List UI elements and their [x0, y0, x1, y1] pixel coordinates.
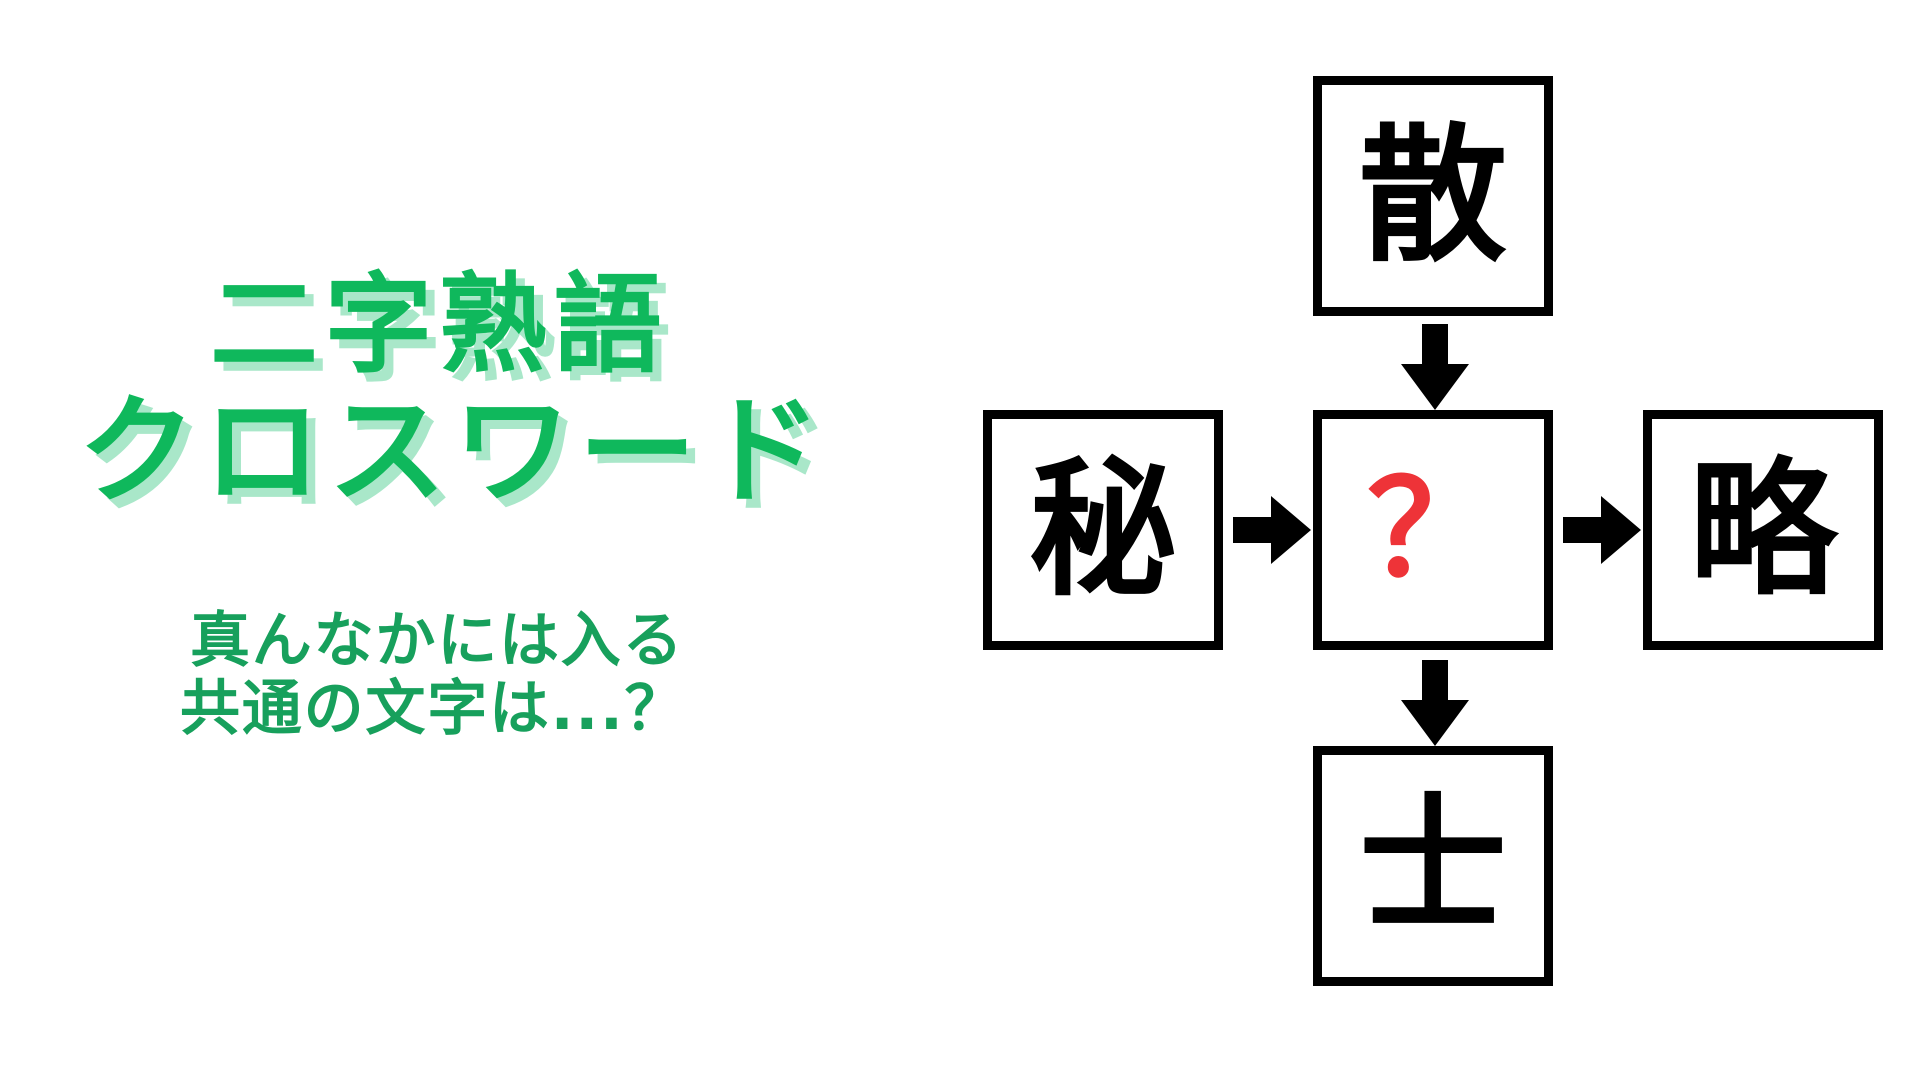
crossword-cell-left: 秘: [983, 410, 1223, 650]
title-panel: 二字熟語 クロスワード 真んなかには入る 共通の文字は...？: [0, 230, 960, 850]
crossword-diagram: 散 秘 ？ 略: [975, 70, 1895, 1020]
crossword-cell-top-char: 散: [1359, 110, 1507, 282]
crossword-cell-center: ？: [1313, 410, 1553, 650]
headline-line-1: 二字熟語: [210, 263, 668, 388]
crossword-cell-left-char: 秘: [1029, 444, 1177, 616]
crossword-cell-top: 散: [1313, 76, 1553, 316]
crossword-cell-right: 略: [1643, 410, 1883, 650]
subtitle-line-2: 共通の文字は...？: [180, 674, 687, 744]
crossword-cell-bottom-char: 士: [1359, 780, 1507, 952]
headline-line-2: クロスワード: [78, 382, 829, 520]
subtitle-line-1: 真んなかには入る: [190, 606, 685, 676]
crossword-cell-bottom: 士: [1313, 746, 1553, 986]
crossword-cell-right-char: 略: [1689, 444, 1837, 616]
crossword-answer-placeholder: ？: [1367, 453, 1499, 607]
